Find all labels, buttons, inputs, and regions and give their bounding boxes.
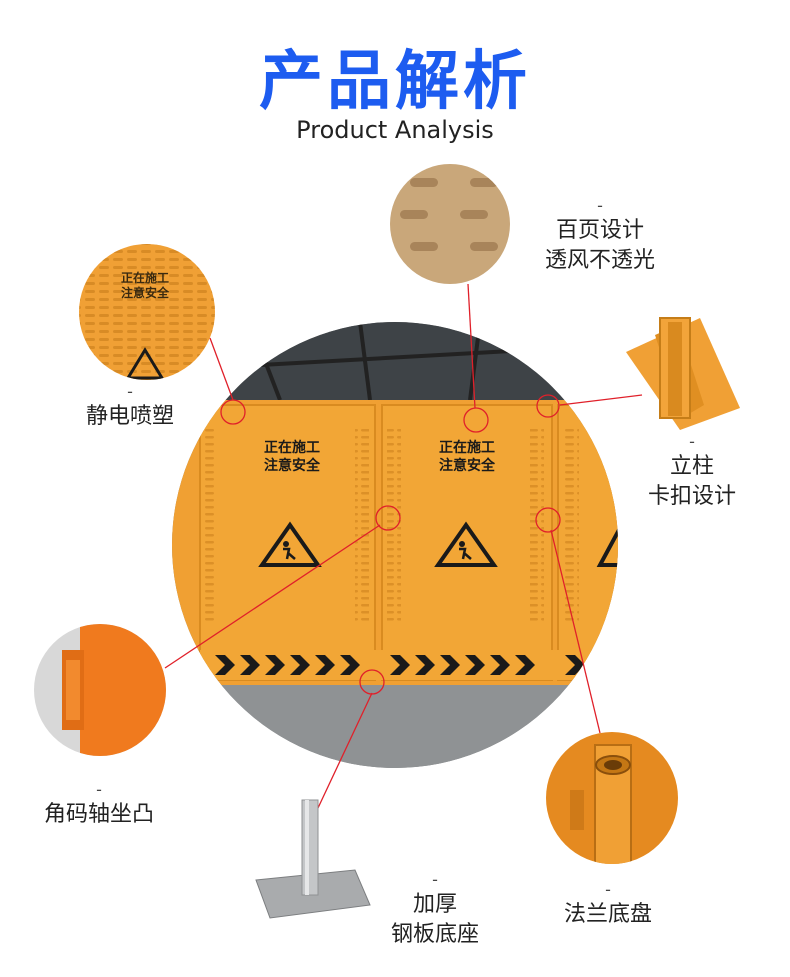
detail-sign-line1: 正在施工 [121,270,169,285]
detail-flange-base [546,732,678,864]
detail-powder-coating: 正在施工 注意安全 [79,244,215,380]
callout-text: 百页设计 [555,218,644,243]
callout-dash: - [597,196,603,215]
warning-sign-icon [258,521,322,567]
main-panel-photo: 正在施工 注意安全 正在施工 注意安全 [172,322,618,768]
panel-sign-line1: 正在施工 [264,439,320,456]
callout-text: 法兰底盘 [563,902,652,927]
panel-sign-line2-b: 注意安全 [439,457,496,474]
callout-text: 透风不透光 [544,248,655,273]
callout-dash: - [127,382,133,401]
panel-sign-line1-b: 正在施工 [439,439,495,456]
detail-sign-line2: 注意安全 [121,285,170,300]
callout-corner-hinge: - 角码轴坐凸 [24,780,174,830]
callout-text: 钢板底座 [390,922,479,947]
callout-text: 加厚 [412,892,457,917]
callout-text: 静电喷塑 [85,404,174,429]
warning-sign-icon-c [596,523,618,567]
warning-sign-icon-b [434,521,498,567]
callout-text: 角码轴坐凸 [43,802,154,827]
detail-column-buckle [626,317,740,430]
callout-dash: - [96,780,102,799]
detail-louver [390,164,510,284]
page-subtitle: Product Analysis [296,116,494,144]
callout-dash: - [432,870,438,889]
callout-louver: - 百页设计 透风不透光 [520,196,680,276]
callout-powder-coating: - 静电喷塑 [60,382,200,432]
callout-text: 立柱 [669,454,714,479]
callout-lines [164,283,643,809]
callout-steel-base: - 加厚 钢板底座 [370,870,500,950]
callout-dash: - [605,880,611,899]
detail-corner-hinge [34,624,166,756]
callout-text: 卡扣设计 [647,484,736,509]
callout-dash: - [689,432,695,451]
detail-steel-base [255,799,371,919]
page-title: 产品解析 [259,45,531,119]
panel-sign-line2: 注意安全 [264,457,321,474]
callout-column-buckle: - 立柱 卡扣设计 [612,432,772,512]
callout-flange-base: - 法兰底盘 [538,880,678,930]
